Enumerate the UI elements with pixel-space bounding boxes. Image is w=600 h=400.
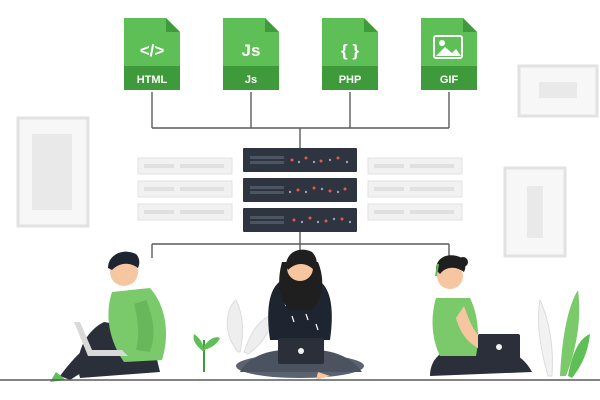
file-glyph: Js — [242, 41, 261, 60]
plant-right — [537, 290, 590, 378]
file-type-label: GIF — [440, 74, 459, 86]
file-type-label: HTML — [137, 74, 168, 86]
file-glyph: </> — [140, 41, 165, 60]
file-label-band — [421, 66, 477, 90]
person-middle-with-laptop — [236, 249, 364, 380]
file-glyph: { } — [341, 41, 359, 60]
html-file-icon: </> HTML — [124, 18, 180, 90]
server-rack-main — [243, 148, 357, 232]
file-connection-lines — [151, 92, 450, 148]
server-rack-left — [137, 157, 233, 221]
file-type-label: PHP — [339, 74, 362, 86]
plant-green-small — [193, 334, 220, 372]
file-label-band — [124, 66, 180, 90]
php-file-icon: { } PHP — [322, 18, 378, 90]
person-left-with-laptop — [50, 251, 166, 382]
file-fold — [463, 18, 477, 32]
file-label-band — [322, 66, 378, 90]
picture-frame-top-right — [517, 64, 599, 118]
person-right-with-laptop — [430, 255, 532, 376]
picture-frame-right — [503, 166, 567, 258]
server-rack-right — [367, 157, 463, 221]
image-icon — [433, 35, 463, 59]
file-type-label: Js — [245, 74, 257, 86]
gif-file-icon: GIF — [421, 18, 477, 90]
plant-white-left — [226, 299, 275, 355]
file-fold — [364, 18, 378, 32]
file-fold — [265, 18, 279, 32]
file-fold — [166, 18, 180, 32]
file-label-band — [223, 66, 279, 90]
picture-frame-left — [16, 116, 90, 228]
